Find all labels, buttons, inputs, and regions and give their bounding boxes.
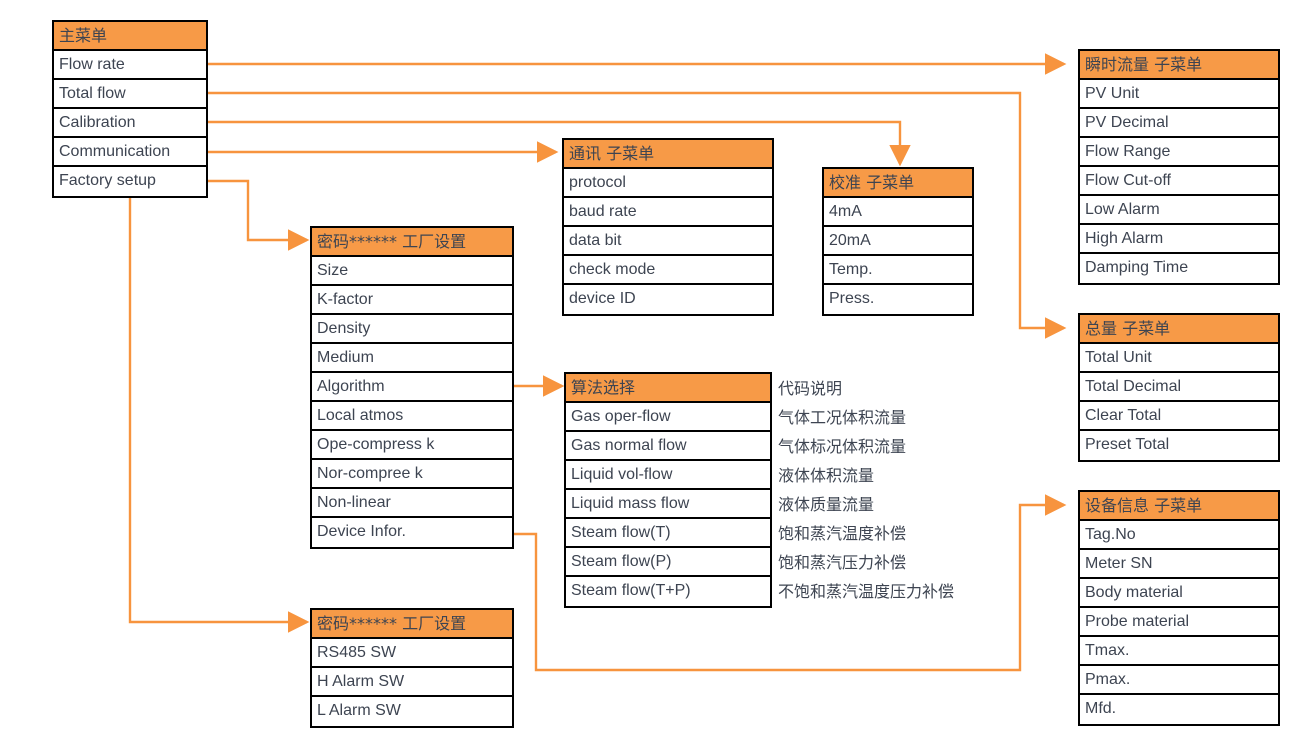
device-info-item-probe-material[interactable]: Probe material xyxy=(1080,608,1278,637)
total-flow-item-clear-total[interactable]: Clear Total xyxy=(1080,402,1278,431)
communication-submenu-header: 通讯 子菜单 xyxy=(564,140,772,169)
calibration-item-4ma[interactable]: 4mA xyxy=(824,198,972,227)
communication-item-check-mode[interactable]: check mode xyxy=(564,256,772,285)
algorithm-note-liquid-vol-flow: 液体体积流量 xyxy=(778,466,875,485)
flow-rate-submenu-header: 瞬时流量 子菜单 xyxy=(1080,51,1278,80)
calibration-submenu: 校准 子菜单 4mA 20mA Temp. Press. xyxy=(822,167,974,316)
algorithm-item-liquid-vol-flow[interactable]: Liquid vol-flow xyxy=(566,461,770,490)
factory-setup-item-h-alarm-sw[interactable]: H Alarm SW xyxy=(312,668,512,697)
communication-item-protocol[interactable]: protocol xyxy=(564,169,772,198)
algorithm-note-liquid-mass-flow: 液体质量流量 xyxy=(778,495,875,514)
device-info-item-body-material[interactable]: Body material xyxy=(1080,579,1278,608)
factory-setup-item-medium[interactable]: Medium xyxy=(312,344,512,373)
algorithm-item-liquid-mass-flow[interactable]: Liquid mass flow xyxy=(566,490,770,519)
calibration-item-press[interactable]: Press. xyxy=(824,285,972,314)
factory-setup-item-device-infor[interactable]: Device Infor. xyxy=(312,518,512,547)
algorithm-notes-heading: 代码说明 xyxy=(778,379,843,398)
factory-setup-item-l-alarm-sw[interactable]: L Alarm SW xyxy=(312,697,512,726)
factory-setup-item-size[interactable]: Size xyxy=(312,257,512,286)
algorithm-note-steam-flow-tp: 不饱和蒸汽温度压力补偿 xyxy=(778,582,955,601)
flow-rate-item-pv-unit[interactable]: PV Unit xyxy=(1080,80,1278,109)
communication-item-baud-rate[interactable]: baud rate xyxy=(564,198,772,227)
total-flow-item-total-unit[interactable]: Total Unit xyxy=(1080,344,1278,373)
algorithm-item-gas-oper-flow[interactable]: Gas oper-flow xyxy=(566,403,770,432)
total-flow-item-preset-total[interactable]: Preset Total xyxy=(1080,431,1278,460)
flow-rate-item-low-alarm[interactable]: Low Alarm xyxy=(1080,196,1278,225)
algorithm-item-gas-normal-flow[interactable]: Gas normal flow xyxy=(566,432,770,461)
factory-setup-item-local-atmos[interactable]: Local atmos xyxy=(312,402,512,431)
algorithm-note-gas-oper-flow: 气体工况体积流量 xyxy=(778,408,907,427)
algorithm-select-header: 算法选择 xyxy=(566,374,770,403)
algorithm-item-steam-flow-t[interactable]: Steam flow(T) xyxy=(566,519,770,548)
communication-item-device-id[interactable]: device ID xyxy=(564,285,772,314)
total-flow-item-total-decimal[interactable]: Total Decimal xyxy=(1080,373,1278,402)
wire-factory-setup-switches xyxy=(128,196,310,633)
flow-rate-item-high-alarm[interactable]: High Alarm xyxy=(1080,225,1278,254)
algorithm-notes: 代码说明 气体工况体积流量 气体标况体积流量 液体体积流量 液体质量流量 饱和蒸… xyxy=(778,374,954,606)
factory-setup-switches-menu: 密码****** 工厂设置 RS485 SW H Alarm SW L Alar… xyxy=(310,608,514,728)
communication-submenu: 通讯 子菜单 protocol baud rate data bit check… xyxy=(562,138,774,316)
factory-setup-switches-header: 密码****** 工厂设置 xyxy=(312,610,512,639)
flow-rate-item-flow-cut-off[interactable]: Flow Cut-off xyxy=(1080,167,1278,196)
main-menu-item-total-flow[interactable]: Total flow xyxy=(54,80,206,109)
factory-setup-item-k-factor[interactable]: K-factor xyxy=(312,286,512,315)
calibration-item-temp[interactable]: Temp. xyxy=(824,256,972,285)
main-menu: 主菜单 Flow rate Total flow Calibration Com… xyxy=(52,20,208,198)
flow-rate-item-damping-time[interactable]: Damping Time xyxy=(1080,254,1278,283)
calibration-item-20ma[interactable]: 20mA xyxy=(824,227,972,256)
device-info-item-tag-no[interactable]: Tag.No xyxy=(1080,521,1278,550)
factory-setup-item-ope-compress-k[interactable]: Ope-compress k xyxy=(312,431,512,460)
main-menu-item-flow-rate[interactable]: Flow rate xyxy=(54,51,206,80)
device-info-item-tmax[interactable]: Tmax. xyxy=(1080,637,1278,666)
algorithm-note-steam-flow-p: 饱和蒸汽压力补偿 xyxy=(778,553,907,572)
flow-rate-item-flow-range[interactable]: Flow Range xyxy=(1080,138,1278,167)
algorithm-note-steam-flow-t: 饱和蒸汽温度补偿 xyxy=(778,524,907,543)
device-info-item-pmax[interactable]: Pmax. xyxy=(1080,666,1278,695)
wire-calibration xyxy=(208,120,911,167)
main-menu-item-communication[interactable]: Communication xyxy=(54,138,206,167)
factory-setup-main-menu: 密码****** 工厂设置 Size K-factor Density Medi… xyxy=(310,226,514,549)
factory-setup-item-non-linear[interactable]: Non-linear xyxy=(312,489,512,518)
main-menu-header: 主菜单 xyxy=(54,22,206,51)
calibration-submenu-header: 校准 子菜单 xyxy=(824,169,972,198)
factory-setup-item-density[interactable]: Density xyxy=(312,315,512,344)
factory-setup-item-nor-compree-k[interactable]: Nor-compree k xyxy=(312,460,512,489)
total-flow-submenu: 总量 子菜单 Total Unit Total Decimal Clear To… xyxy=(1078,313,1280,462)
flow-rate-submenu: 瞬时流量 子菜单 PV Unit PV Decimal Flow Range F… xyxy=(1078,49,1280,285)
device-info-item-meter-sn[interactable]: Meter SN xyxy=(1080,550,1278,579)
algorithm-item-steam-flow-p[interactable]: Steam flow(P) xyxy=(566,548,770,577)
device-info-submenu: 设备信息 子菜单 Tag.No Meter SN Body material P… xyxy=(1078,490,1280,726)
wire-factory-setup-main xyxy=(208,179,310,251)
flow-rate-item-pv-decimal[interactable]: PV Decimal xyxy=(1080,109,1278,138)
device-info-item-mfd[interactable]: Mfd. xyxy=(1080,695,1278,724)
main-menu-item-factory-setup[interactable]: Factory setup xyxy=(54,167,206,196)
algorithm-select-menu: 算法选择 Gas oper-flow Gas normal flow Liqui… xyxy=(564,372,772,608)
factory-setup-item-algorithm[interactable]: Algorithm xyxy=(312,373,512,402)
communication-item-data-bit[interactable]: data bit xyxy=(564,227,772,256)
factory-setup-item-rs485-sw[interactable]: RS485 SW xyxy=(312,639,512,668)
algorithm-note-gas-normal-flow: 气体标况体积流量 xyxy=(778,437,907,456)
total-flow-submenu-header: 总量 子菜单 xyxy=(1080,315,1278,344)
algorithm-item-steam-flow-tp[interactable]: Steam flow(T+P) xyxy=(566,577,770,606)
factory-setup-main-header: 密码****** 工厂设置 xyxy=(312,228,512,257)
main-menu-item-calibration[interactable]: Calibration xyxy=(54,109,206,138)
device-info-submenu-header: 设备信息 子菜单 xyxy=(1080,492,1278,521)
